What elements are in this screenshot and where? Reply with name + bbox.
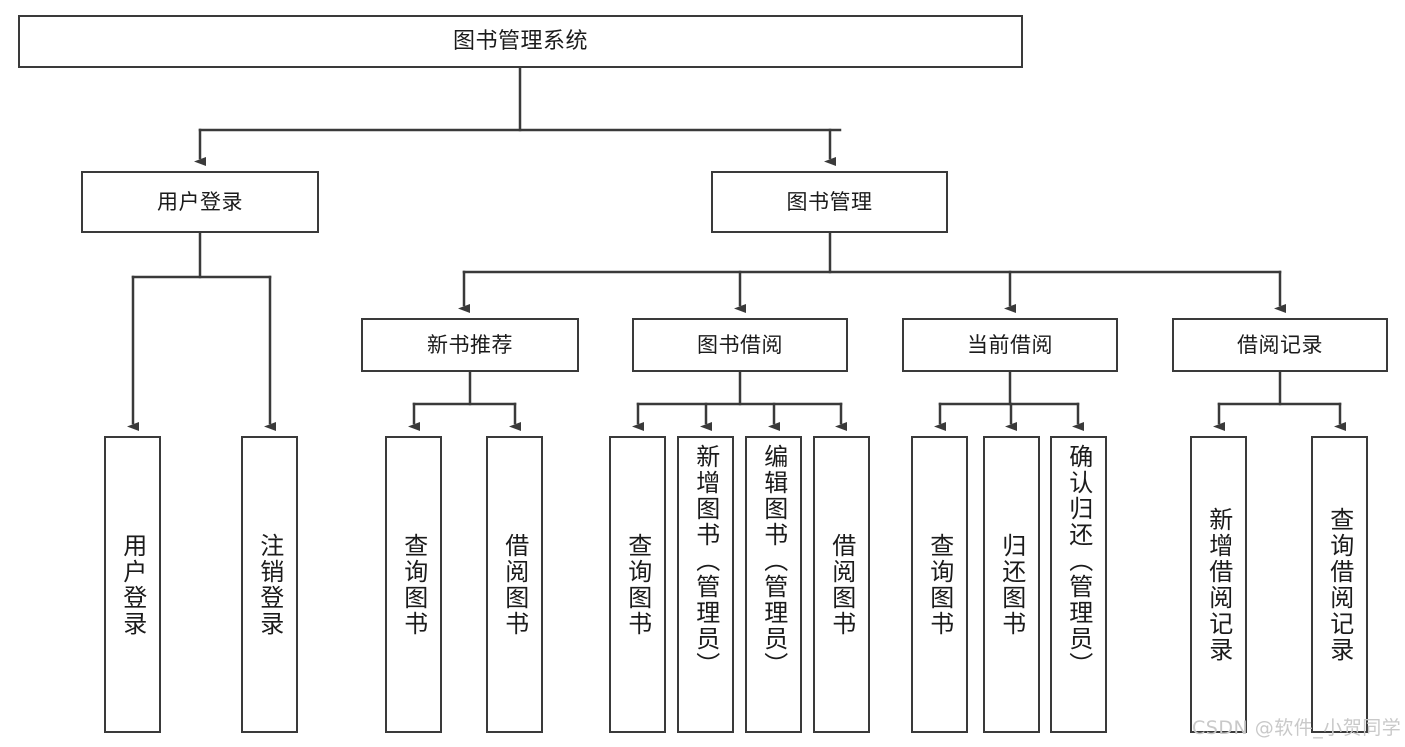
- node-new-book-recommend[interactable]: 新书推荐: [361, 318, 579, 372]
- leaf-logout[interactable]: 注销登录: [241, 436, 298, 733]
- leaf-borrow-book-recommend-label: 借阅图书: [500, 532, 529, 637]
- leaf-add-borrow-record-label: 新增借阅记录: [1204, 506, 1233, 663]
- leaf-query-borrow-record-label: 查询借阅记录: [1325, 506, 1354, 663]
- node-new-book-recommend-label: 新书推荐: [427, 332, 513, 357]
- leaf-borrow-book-recommend[interactable]: 借阅图书: [486, 436, 543, 733]
- leaf-return-book[interactable]: 归还图书: [983, 436, 1040, 733]
- leaf-query-borrow-record[interactable]: 查询借阅记录: [1311, 436, 1368, 733]
- node-book-management[interactable]: 图书管理: [711, 171, 948, 233]
- leaf-edit-book-admin-label: 编辑图书（管理员）: [759, 444, 788, 678]
- leaf-borrow-book[interactable]: 借阅图书: [813, 436, 870, 733]
- node-user-login[interactable]: 用户登录: [81, 171, 319, 233]
- node-root[interactable]: 图书管理系统: [18, 15, 1023, 68]
- leaf-query-book-recommend-label: 查询图书: [399, 532, 428, 637]
- leaf-add-book-admin-label: 新增图书（管理员）: [691, 444, 720, 678]
- leaf-borrow-book-label: 借阅图书: [827, 532, 856, 637]
- node-borrow-record[interactable]: 借阅记录: [1172, 318, 1388, 372]
- leaf-query-book-current-label: 查询图书: [925, 532, 954, 637]
- node-current-borrow-label: 当前借阅: [967, 332, 1053, 357]
- node-user-login-label: 用户登录: [157, 189, 243, 214]
- node-current-borrow[interactable]: 当前借阅: [902, 318, 1118, 372]
- leaf-query-book-current[interactable]: 查询图书: [911, 436, 968, 733]
- csdn-watermark: CSDN @软件_小贺同学: [1192, 717, 1402, 739]
- leaf-query-book-borrow-label: 查询图书: [623, 532, 652, 637]
- node-borrow-record-label: 借阅记录: [1237, 332, 1323, 357]
- leaf-add-book-admin[interactable]: 新增图书（管理员）: [677, 436, 734, 733]
- leaf-query-book-borrow[interactable]: 查询图书: [609, 436, 666, 733]
- leaf-user-login[interactable]: 用户登录: [104, 436, 161, 733]
- node-book-management-label: 图书管理: [786, 189, 873, 214]
- leaf-user-login-label: 用户登录: [118, 532, 147, 637]
- node-book-borrow-label: 图书借阅: [697, 332, 783, 357]
- leaf-return-book-label: 归还图书: [997, 532, 1026, 637]
- node-root-label: 图书管理系统: [452, 28, 588, 54]
- leaf-confirm-return-admin-label: 确认归还（管理员）: [1064, 444, 1093, 678]
- node-book-borrow[interactable]: 图书借阅: [632, 318, 848, 372]
- leaf-confirm-return-admin[interactable]: 确认归还（管理员）: [1050, 436, 1107, 733]
- leaf-edit-book-admin[interactable]: 编辑图书（管理员）: [745, 436, 802, 733]
- leaf-query-book-recommend[interactable]: 查询图书: [385, 436, 442, 733]
- leaf-logout-label: 注销登录: [255, 532, 284, 637]
- leaf-add-borrow-record[interactable]: 新增借阅记录: [1190, 436, 1247, 733]
